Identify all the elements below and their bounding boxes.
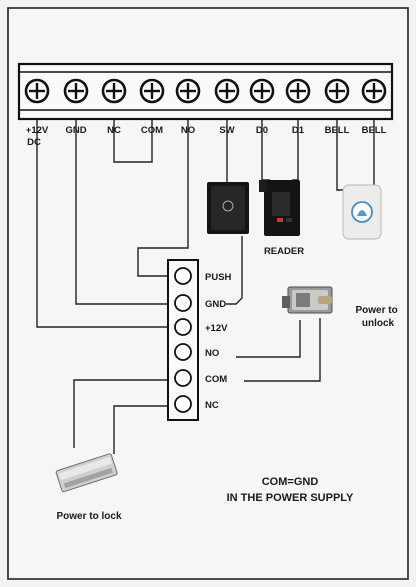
power-terminal-icon <box>174 267 192 285</box>
terminal-screw-icon <box>324 78 350 104</box>
power-supply-terminal-strip: PUSH GND +12V NO COM NC <box>167 259 232 421</box>
wire-12v <box>36 120 172 328</box>
terminal-screw-icon <box>214 78 240 104</box>
power-terminal-label: PUSH <box>205 272 232 283</box>
wire-nc-maglock <box>113 405 172 454</box>
wire-button-gnd <box>226 236 243 305</box>
wire-nc-com-bridge <box>113 120 153 163</box>
power-terminal-icon <box>174 294 192 312</box>
power-terminal-icon <box>174 318 192 336</box>
power-terminal-icon <box>174 395 192 413</box>
terminal-screw-icon <box>175 78 201 104</box>
magnetic-lock <box>55 453 118 493</box>
power-terminal-label: GND <box>205 299 226 310</box>
terminal-screw-icon <box>101 78 127 104</box>
reader-label: READER <box>264 246 304 257</box>
power-terminal-label: COM <box>205 374 227 385</box>
doorbell <box>342 184 382 240</box>
wire-com-lock <box>244 318 321 382</box>
note-power-supply: IN THE POWER SUPPLY <box>227 492 354 504</box>
power-terminal-icon <box>174 369 192 387</box>
electric-strike-lock <box>282 286 333 314</box>
power-terminal-label: NO <box>205 348 219 359</box>
wire-no-lock <box>236 320 301 358</box>
wire-gnd <box>75 120 172 305</box>
terminal-screw-icon <box>249 78 275 104</box>
power-to-unlock-label: Power to unlock <box>355 305 400 329</box>
terminal-screw-icon <box>139 78 165 104</box>
terminal-screw-icon <box>361 78 387 104</box>
wire-com-maglock <box>73 379 172 448</box>
power-terminal-label: +12V <box>205 323 228 334</box>
power-terminal-icon <box>174 343 192 361</box>
terminal-screw-icon <box>63 78 89 104</box>
terminal-screw-icon <box>285 78 311 104</box>
note-com-gnd: COM=GND <box>262 476 319 488</box>
power-to-lock-label: Power to lock <box>56 511 121 522</box>
controller-terminal-block <box>17 62 394 121</box>
terminal-screw-icon <box>24 78 50 104</box>
power-terminal-label: NC <box>205 400 219 411</box>
card-reader <box>259 180 300 236</box>
exit-button <box>207 182 249 234</box>
terminal-sublabel: DC <box>27 137 41 148</box>
wire-no-push <box>137 120 189 277</box>
